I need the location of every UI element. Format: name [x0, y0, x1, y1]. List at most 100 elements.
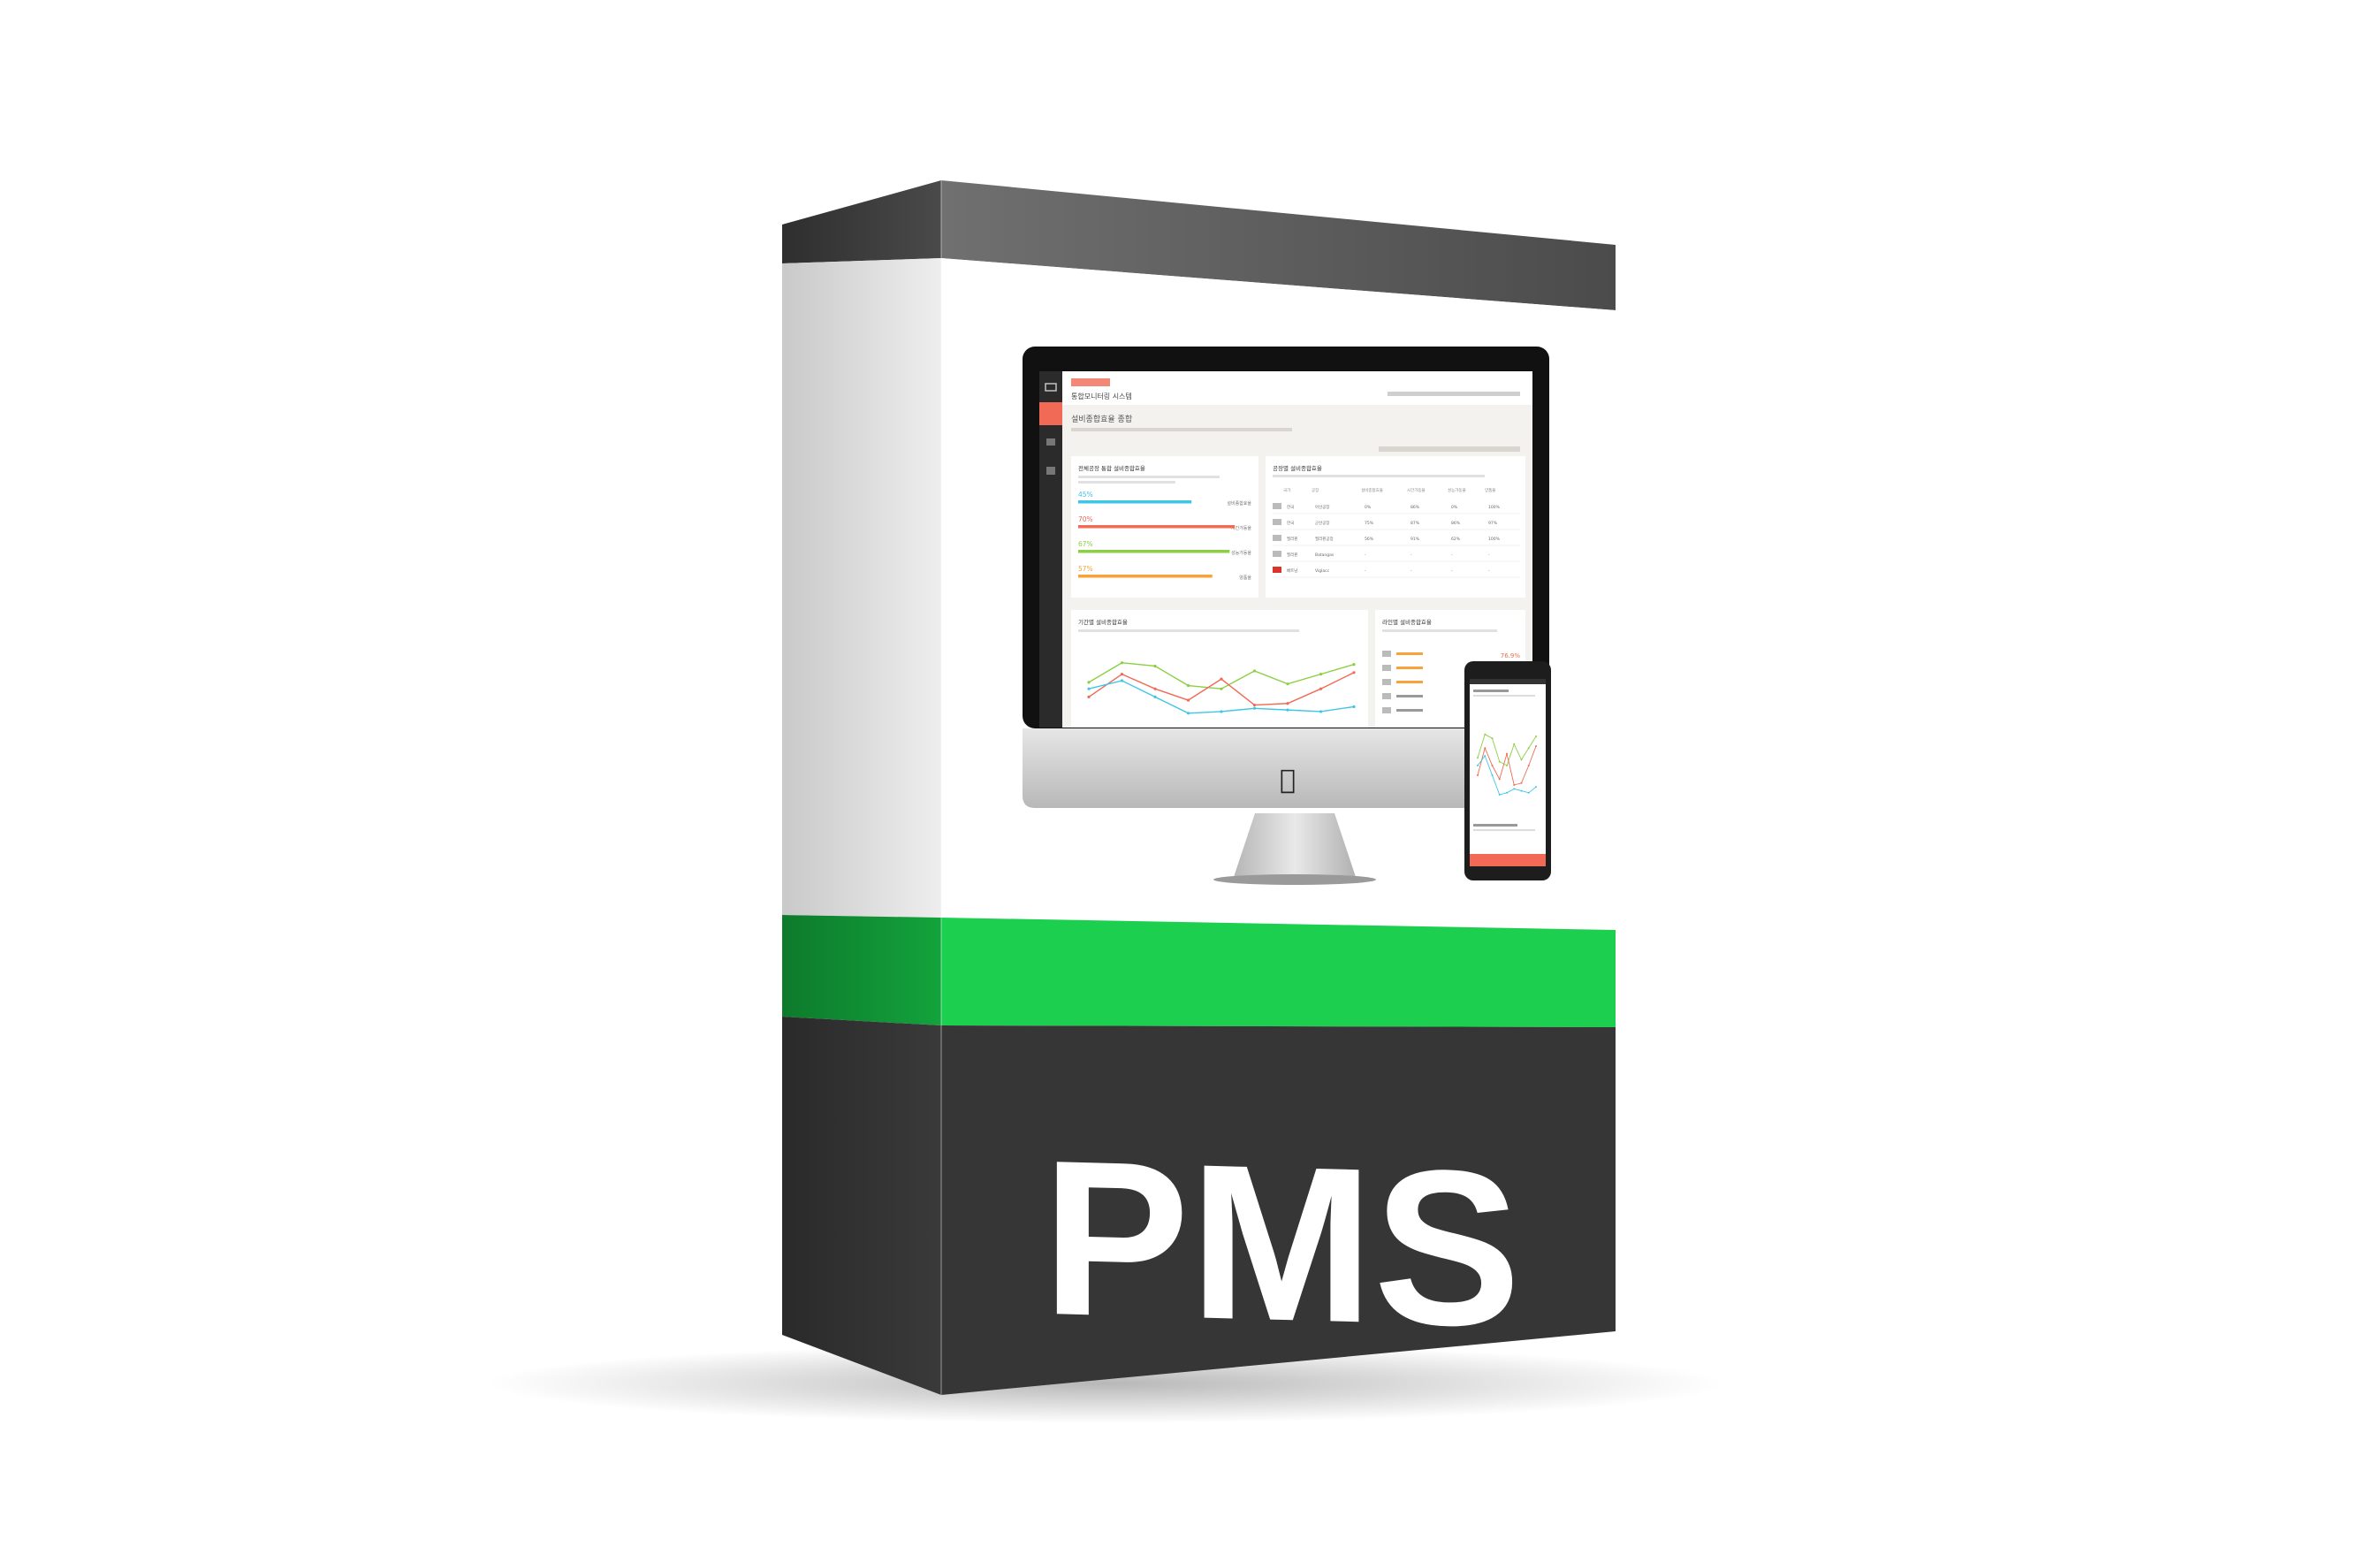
- metric-label: 설비종합효율: [1227, 500, 1251, 507]
- chart-point: [1484, 755, 1487, 757]
- metric-label: 성능가동율: [1231, 550, 1251, 556]
- sidebar-list-icon[interactable]: [1046, 467, 1055, 475]
- sidebar-menu-icon[interactable]: [1045, 383, 1057, 392]
- chart-point: [1352, 705, 1356, 709]
- table-header-cell: 시간가동율: [1407, 487, 1426, 493]
- table-header-cell: 국가: [1283, 487, 1290, 493]
- table-cell: 87%: [1411, 521, 1420, 526]
- phone-screen: [1470, 679, 1546, 866]
- table-cell: 한국: [1287, 521, 1294, 526]
- table-cell: 100%: [1488, 537, 1501, 542]
- metric-bar: [1078, 550, 1230, 553]
- chart-point: [1186, 712, 1190, 715]
- table-cell: 필리핀공장: [1315, 536, 1334, 542]
- metric-label: 양품율: [1239, 575, 1251, 581]
- table-cell: 75%: [1365, 521, 1374, 526]
- smartphone: [1464, 661, 1551, 880]
- table-cell: -: [1451, 569, 1453, 574]
- chart-point: [1491, 737, 1494, 740]
- table-cell: 군산공장: [1315, 520, 1330, 526]
- flag-icon: [1273, 567, 1281, 573]
- table-cell: 56%: [1365, 537, 1374, 542]
- metric-pct: 45%: [1078, 491, 1093, 499]
- line-highlight-value: 76.9%: [1501, 652, 1521, 659]
- table-cell: 한국: [1287, 505, 1294, 510]
- panel-line-title: 라인별 설비종합효율: [1382, 618, 1432, 626]
- chart-point: [1087, 695, 1091, 699]
- chart-point: [1484, 733, 1487, 735]
- period-line-chart: [1087, 661, 1356, 715]
- chart-point: [1120, 673, 1124, 676]
- monitor-screen: 통합모니터링 시스템 설비종합효율 종합 전체공장 통합 설비종합효율 45% 설…: [1039, 371, 1532, 728]
- table-cell: 86%: [1451, 521, 1461, 526]
- flag-icon: [1382, 707, 1391, 713]
- chart-point: [1352, 671, 1356, 674]
- chart-point: [1352, 663, 1356, 667]
- chart-point: [1477, 774, 1479, 776]
- flag-icon: [1382, 679, 1391, 685]
- table-cell: 0%: [1451, 505, 1458, 510]
- flag-icon: [1382, 693, 1391, 699]
- chart-point: [1527, 765, 1530, 766]
- chart-point: [1186, 698, 1190, 702]
- table-cell: -: [1365, 569, 1366, 574]
- box-side-face: [782, 180, 941, 1395]
- table-cell: Viglacc: [1315, 568, 1330, 574]
- chart-point: [1252, 706, 1257, 710]
- chart-point: [1506, 791, 1508, 794]
- chart-point: [1477, 765, 1479, 766]
- table-cell: -: [1488, 553, 1490, 558]
- metric-bar: [1078, 525, 1236, 529]
- chart-point: [1477, 757, 1479, 759]
- flag-icon: [1273, 519, 1281, 525]
- panel-factory-title: 공장별 설비종합효율: [1273, 464, 1322, 472]
- chart-point: [1513, 788, 1516, 790]
- table-cell: 아산공장: [1315, 504, 1330, 510]
- table-cell: 베트남: [1287, 568, 1297, 574]
- line-name-placeholder: [1396, 667, 1423, 669]
- table-header-cell: 공장: [1312, 487, 1319, 493]
- table-cell: 필리핀: [1287, 536, 1297, 542]
- chart-point: [1087, 681, 1091, 684]
- chart-point: [1153, 695, 1157, 699]
- phone-nav-bar[interactable]: [1470, 854, 1546, 866]
- table-cell: 91%: [1411, 537, 1420, 542]
- brand-title: 통합모니터링 시스템: [1071, 392, 1132, 400]
- panel-overall-title: 전체공장 통합 설비종합효율: [1078, 464, 1145, 472]
- metric-bar: [1078, 500, 1192, 504]
- table-cell: 100%: [1488, 505, 1501, 510]
- chart-point: [1153, 687, 1157, 690]
- table-cell: -: [1451, 553, 1453, 558]
- chart-point: [1286, 682, 1289, 686]
- sidebar-home-icon[interactable]: [1039, 402, 1062, 425]
- panel-factory: [1266, 456, 1525, 598]
- flag-icon: [1273, 535, 1281, 541]
- apple-logo-icon: : [1280, 765, 1296, 796]
- chart-point: [1535, 735, 1537, 737]
- line-name-placeholder: [1396, 652, 1423, 655]
- table-cell: -: [1488, 569, 1490, 574]
- chart-point: [1087, 687, 1091, 690]
- chart-point: [1286, 702, 1289, 705]
- chart-point: [1120, 661, 1124, 665]
- chart-point: [1186, 683, 1190, 688]
- table-cell: 필리핀: [1287, 552, 1297, 558]
- chart-point: [1535, 786, 1537, 789]
- page-title: 설비종합효율 종합: [1071, 415, 1132, 424]
- metric-pct: 70%: [1078, 515, 1093, 523]
- chart-point: [1506, 752, 1508, 755]
- desktop-monitor:  통합모니터링 시스템 설비종합효율 종합 전체공장 통합 설비종합효율: [1023, 347, 1549, 885]
- metric-bar: [1078, 575, 1213, 578]
- table-cell: 0%: [1365, 505, 1372, 510]
- table-header-cell: 양품율: [1485, 487, 1495, 493]
- product-name-label: PMS: [1042, 1114, 1521, 1373]
- monitor-stand: [1233, 813, 1357, 880]
- panel-period: [1071, 610, 1368, 728]
- chart-point: [1520, 781, 1523, 784]
- chart-point: [1286, 708, 1289, 712]
- chart-point: [1513, 784, 1516, 786]
- sidebar-chart-icon[interactable]: [1046, 438, 1055, 446]
- line-name-placeholder: [1396, 695, 1423, 697]
- table-cell: -: [1365, 553, 1366, 558]
